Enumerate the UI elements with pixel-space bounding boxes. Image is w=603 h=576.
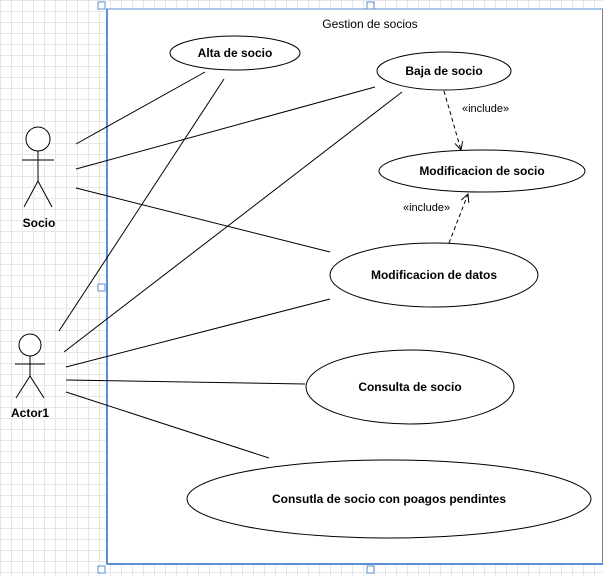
use-case-label: Baja de socio <box>405 64 482 78</box>
actor-head-icon <box>25 126 51 152</box>
include-label: «include» <box>462 103 509 115</box>
use-case-moddatos[interactable]: Modificacion de datos <box>329 242 539 308</box>
actor-label-actor1: Actor1 <box>11 406 49 420</box>
include-arrow-moddatos-modsocio[interactable] <box>448 194 468 244</box>
use-case-baja[interactable]: Baja de socio <box>376 51 512 91</box>
association-socio-moddatos[interactable] <box>75 187 331 253</box>
use-case-consulta[interactable]: Consulta de socio <box>305 349 515 425</box>
include-label: «include» <box>403 202 450 214</box>
use-case-modsocio[interactable]: Modificacion de socio <box>378 149 586 193</box>
use-case-label: Consutla de socio con poagos pendintes <box>272 492 506 506</box>
resize-handle[interactable] <box>366 565 375 574</box>
association-actor1-baja[interactable] <box>63 91 403 353</box>
resize-handle[interactable] <box>366 1 375 10</box>
resize-handle[interactable] <box>97 283 106 292</box>
system-title: Gestion de socios <box>322 17 417 31</box>
association-actor1-moddatos[interactable] <box>65 298 331 368</box>
resize-handle[interactable] <box>97 1 106 10</box>
use-case-label: Modificacion de socio <box>419 164 544 178</box>
include-arrow-baja-modsocio[interactable] <box>443 90 461 150</box>
selection-handles[interactable] <box>97 1 375 574</box>
association-actor1-consultapend[interactable] <box>65 391 270 459</box>
association-socio-alta[interactable] <box>75 71 206 145</box>
use-case-label: Consulta de socio <box>358 380 461 394</box>
actor-actor1[interactable] <box>15 333 45 399</box>
resize-handle[interactable] <box>97 565 106 574</box>
use-case-consultapend[interactable]: Consutla de socio con poagos pendintes <box>186 459 592 539</box>
associations <box>58 71 403 459</box>
include-relations: «include» «include» <box>403 90 509 244</box>
actor-head-icon <box>18 333 42 357</box>
association-actor1-consulta[interactable] <box>65 379 306 385</box>
actor-label-socio: Socio <box>23 216 56 230</box>
use-case-label: Modificacion de datos <box>371 268 497 282</box>
actor-socio[interactable] <box>22 126 54 208</box>
association-actor1-alta[interactable] <box>58 78 225 332</box>
association-socio-baja[interactable] <box>75 86 376 170</box>
use-case-label: Alta de socio <box>198 46 273 60</box>
use-case-alta[interactable]: Alta de socio <box>169 35 301 71</box>
